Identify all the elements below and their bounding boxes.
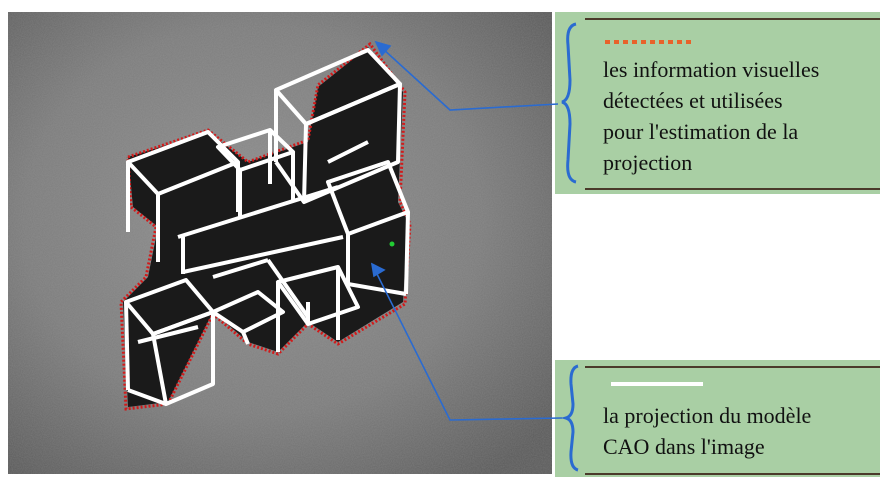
panel-bottom-rule (585, 188, 880, 190)
legend-panel-projection: la projection du modèle CAO dans l'image (555, 360, 880, 477)
object-photo (8, 12, 552, 474)
legend-panel-detected: les information visuelles détectées et u… (555, 12, 880, 194)
cad-wireframe (124, 48, 410, 406)
panel-top-rule (585, 18, 880, 20)
panel-bottom-rule (585, 473, 880, 475)
legend-projection-text: la projection du modèle CAO dans l'image (603, 403, 812, 459)
red-dotted-line-marker (605, 40, 691, 44)
white-solid-line-marker (611, 382, 703, 386)
detected-edges (119, 41, 412, 411)
panel-top-rule (585, 366, 880, 368)
legend-detected-text: les information visuelles détectées et u… (603, 57, 820, 175)
